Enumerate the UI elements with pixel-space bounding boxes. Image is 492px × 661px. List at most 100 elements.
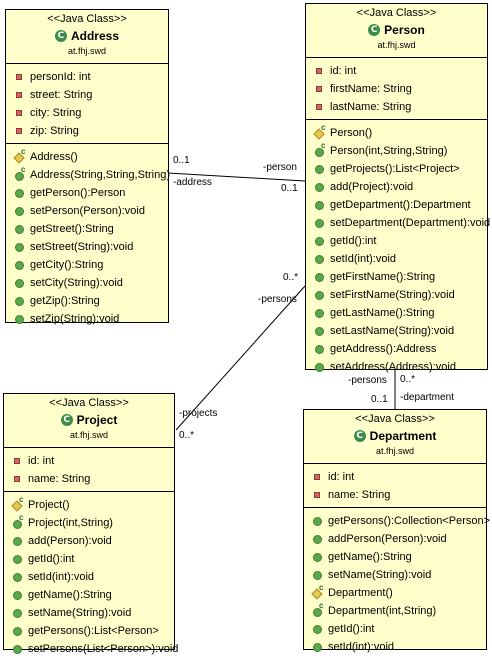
field-row: id: int (304, 468, 486, 486)
method-row: setFirstName(String):void (306, 286, 487, 304)
private-field-icon (313, 83, 325, 95)
method-row: getZip():String (6, 292, 168, 310)
method-row: setPerson(Person):void (6, 202, 168, 220)
field-row: id: int (306, 62, 487, 80)
address-person-association (167, 172, 306, 182)
constructor-icon (13, 165, 25, 181)
public-method-icon (313, 271, 325, 283)
project-package: at.fhj.swd (69, 430, 109, 440)
public-method-icon (13, 277, 25, 289)
method-row: getAddress():Address (306, 340, 487, 358)
method-row: getStreet():String (6, 220, 168, 238)
department-persons-role-label: -persons (348, 375, 387, 386)
field-row: personId: int (6, 68, 168, 86)
private-field-icon (313, 101, 325, 113)
class-icon: C (353, 430, 366, 442)
method-row: setPersons(List<Person>):void (4, 640, 178, 658)
method-row: Department() (304, 583, 486, 602)
persons-multiplicity: 0..* (283, 272, 299, 283)
address-fields: personId: int street: String city: Strin… (6, 63, 168, 143)
constructor-icon (11, 513, 23, 529)
method-row: setDepartment(Department):void (306, 214, 490, 232)
public-method-icon (313, 181, 325, 193)
class-icon: C (60, 414, 73, 426)
project-methods: Project() Project(int,String) add(Person… (4, 491, 178, 661)
field-row: id: int (4, 452, 174, 470)
person-methods: Person() Person(int,String,String) getPr… (306, 119, 490, 379)
project-class-name: Project (76, 413, 118, 427)
private-field-icon (11, 473, 23, 485)
public-method-icon (11, 643, 23, 655)
private-field-icon (313, 65, 325, 77)
field-row: zip: String (6, 122, 168, 140)
public-method-icon (313, 163, 325, 175)
method-row: Project(int,String) (4, 513, 174, 532)
public-method-icon (311, 641, 323, 653)
department-fields: id: int name: String (304, 463, 486, 507)
public-method-icon (313, 235, 325, 247)
method-row: getCity():String (6, 256, 168, 274)
public-method-icon (311, 533, 323, 545)
address-multiplicity: 0..1 (173, 155, 190, 166)
public-method-icon (11, 589, 23, 601)
person-stereotype: <<Java Class>> (356, 7, 437, 19)
method-row: setId(int):void (306, 250, 487, 268)
public-method-icon (11, 571, 23, 583)
field-row: street: String (6, 86, 168, 104)
method-row: setAddress(Address):void (306, 358, 487, 376)
public-method-icon (313, 199, 325, 211)
constructor-icon (311, 601, 323, 617)
public-method-icon (311, 551, 323, 563)
constructor-icon (13, 147, 25, 163)
public-method-icon (313, 289, 325, 301)
method-row: setCity(String):void (6, 274, 168, 292)
address-role-label: -address (173, 177, 212, 188)
department-class-name: Department (369, 429, 437, 443)
method-row: getName():String (4, 586, 174, 604)
private-field-icon (13, 107, 25, 119)
method-row: Address(String,String,String) (6, 165, 170, 184)
projects-role-label: -projects (179, 408, 218, 419)
field-row: name: String (4, 470, 174, 488)
public-method-icon (11, 625, 23, 637)
method-row: add(Project):void (306, 178, 487, 196)
public-method-icon (11, 607, 23, 619)
address-methods: Address() Address(String,String,String) … (6, 143, 170, 331)
person-fields: id: int firstName: String lastName: Stri… (306, 57, 487, 119)
constructor-icon (311, 583, 323, 599)
method-row: add(Person):void (4, 532, 174, 550)
method-row: setId(int):void (304, 638, 486, 656)
method-row: setLastName(String):void (306, 322, 487, 340)
method-row: getId():int (306, 232, 487, 250)
public-method-icon (311, 515, 323, 527)
private-field-icon (13, 89, 25, 101)
field-row: name: String (304, 486, 486, 504)
method-row: getName():String (304, 548, 486, 566)
constructor-icon (313, 141, 325, 157)
private-field-icon (13, 71, 25, 83)
project-stereotype: <<Java Class>> (49, 397, 129, 409)
class-icon: C (368, 24, 381, 36)
projects-multiplicity: 0..* (179, 430, 195, 441)
address-package: at.fhj.swd (67, 46, 107, 56)
public-method-icon (13, 187, 25, 199)
person-role-label: -person (263, 162, 297, 173)
public-method-icon (313, 217, 325, 229)
persons-role-label: -persons (258, 294, 297, 305)
address-class-name: Address (70, 29, 120, 43)
constructor-icon (313, 123, 325, 139)
method-row: Project() (4, 495, 174, 514)
person-package: at.fhj.swd (377, 40, 416, 50)
method-row: getFirstName():String (306, 268, 487, 286)
method-row: setName(String):void (304, 566, 486, 584)
department-methods: getPersons():Collection<Person> addPerso… (304, 507, 490, 659)
field-row: city: String (6, 104, 168, 122)
public-method-icon (13, 259, 25, 271)
